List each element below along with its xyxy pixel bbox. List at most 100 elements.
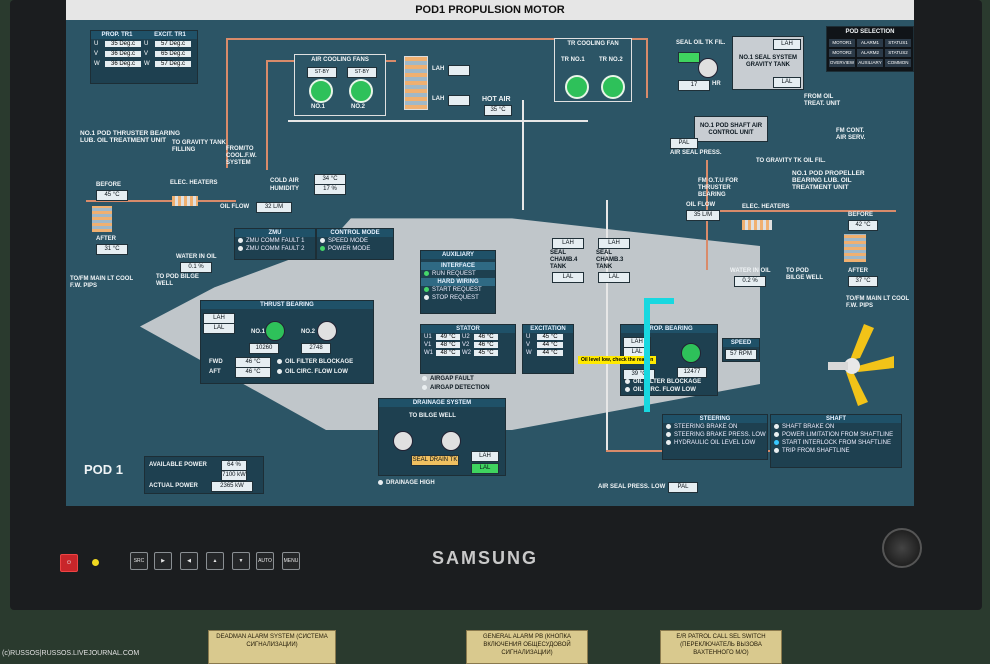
tr-phase: V [94, 51, 99, 57]
status-dot [625, 379, 630, 384]
lah-indicator [448, 65, 470, 76]
before-value: 45 °C [96, 190, 128, 201]
pipe [288, 120, 588, 122]
stator-phase: U1 [424, 334, 432, 340]
fan-icon[interactable] [349, 79, 373, 103]
status-dot [625, 387, 630, 392]
status-dot [422, 376, 427, 381]
patrol-call-plate: E/R PATROL CALL SEL SWITCH (ПЕРЕКЛЮЧАТЕЛ… [660, 630, 782, 664]
chamb3-lal: LAL [598, 272, 630, 283]
pump1-hours: 10260 [249, 343, 279, 354]
pod-select-button[interactable]: COMMON [885, 59, 911, 67]
pipe [266, 60, 268, 170]
actual-power-label: ACTUAL POWER [149, 483, 198, 489]
to-bilge-well: TO POD BILGE WELL [156, 274, 199, 287]
power-panel: AVAILABLE POWER 64 % 7100 kW ACTUAL POWE… [144, 456, 264, 494]
fan-icon[interactable] [565, 75, 589, 99]
down-button[interactable]: ▼ [232, 552, 250, 570]
pipe [522, 100, 524, 210]
prop-bearing-hours: 12477 [677, 367, 707, 378]
pump-icon[interactable] [441, 431, 461, 451]
tr-no1-label: TR NO.1 [561, 57, 585, 63]
steering-alarm-label: STEERING BRAKE ON [674, 424, 738, 431]
power-led [92, 559, 99, 566]
pod-select-button[interactable]: ALARM1 [857, 39, 883, 47]
fan-icon[interactable] [601, 75, 625, 99]
tr-phase: W [144, 61, 150, 67]
lah-indicator-2 [448, 95, 470, 106]
zmu-title: ZMU [235, 229, 315, 237]
prop-tr-temp: 36 Deg.c [105, 51, 141, 57]
prop-to-fm-main: TO/FM MAIN LT COOL F.W. PIPS [846, 296, 909, 309]
fan-icon[interactable] [309, 79, 333, 103]
tr-phase: W [94, 61, 100, 67]
lah-label-2: LAH [432, 96, 445, 102]
pod-select-button[interactable]: MOTOR2 [829, 49, 855, 57]
pod-select-button[interactable]: AUXILIARY [857, 59, 883, 67]
menu-button[interactable]: MENU [282, 552, 300, 570]
play-button[interactable]: ▶ [154, 552, 172, 570]
speed-mode-option[interactable]: SPEED MODE [317, 237, 393, 245]
tr-phase: U [144, 41, 149, 47]
pump-icon[interactable] [393, 431, 413, 451]
cyan-flow-line [644, 298, 650, 412]
pipe [226, 38, 228, 168]
stator-temp: 49 °C [436, 334, 460, 340]
tr-no2-label: TR NO.2 [599, 57, 623, 63]
pod-select-button[interactable]: OVERVIEW [829, 59, 855, 67]
left-button[interactable]: ◀ [180, 552, 198, 570]
pod-select-button[interactable]: STATUS2 [885, 49, 911, 57]
stator-temp: 46 °C [474, 342, 498, 348]
speed-value: 57 RPM [725, 349, 757, 360]
chamb3-lah: LAH [598, 238, 630, 249]
tr-cooling-fan-panel: TR COOLING FAN TR NO.1 TR NO.2 [554, 38, 632, 102]
seal-tank-label: NO.1 SEAL SYSTEM GRAVITY TANK [739, 55, 797, 68]
oil-level-alarm-message[interactable]: Oil level low, check the reason [578, 356, 657, 364]
prop-filter-blockage: OIL FILTER BLOCKAGE [633, 379, 702, 386]
tr-phase: U [94, 41, 99, 47]
shaft-alarm-label: TRIP FROM SHAFTLINE [782, 448, 850, 455]
thrust-circ-flow-low: OIL CIRC. FLOW LOW [285, 369, 348, 376]
hot-air-label: HOT AIR [482, 96, 511, 103]
pipe [606, 200, 608, 450]
source-button[interactable]: SRC [130, 552, 148, 570]
prop-oil-flow-value: 35 L/M [686, 210, 720, 221]
interface-label: INTERFACE [421, 262, 495, 270]
pump-icon[interactable] [681, 343, 701, 363]
heater-element [742, 220, 772, 230]
pump-icon[interactable] [317, 321, 337, 341]
air-cooling-fans-panel: AIR COOLING FANS ST-BY ST-BY NO.1 NO.2 [294, 54, 386, 116]
stator-temp: 48 °C [436, 350, 460, 356]
power-button[interactable]: ⏻ [60, 554, 78, 572]
seal-oil-hours: 17 [678, 80, 710, 91]
up-button[interactable]: ▲ [206, 552, 224, 570]
zmu-fault-2: ZMU COMM FAULT 2 [246, 246, 305, 253]
stator-phase: W1 [424, 350, 433, 356]
air-seal-press-low: AIR SEAL PRESS. LOW [598, 484, 666, 490]
drain-lal: LAL [471, 463, 499, 474]
status-dot [320, 246, 325, 252]
pump-icon[interactable] [265, 321, 285, 341]
shaft-alarm-item: POWER LIMITATION FROM SHAFTLINE [771, 431, 901, 439]
power-mode-option[interactable]: POWER MODE [317, 245, 393, 253]
cyan-flow-line [644, 298, 674, 304]
prop-before-value: 42 °C [848, 220, 878, 231]
auto-button[interactable]: AUTO [256, 552, 274, 570]
control-knob[interactable] [882, 528, 922, 568]
zmu-fault-1: ZMU COMM FAULT 1 [246, 238, 305, 245]
after-value: 31 °C [96, 244, 128, 255]
steering-alarm-item: STEERING BRAKE PRESS. LOW [663, 431, 767, 439]
pod-select-button[interactable]: STATUS1 [885, 39, 911, 47]
thrust-filter-blockage: OIL FILTER BLOCKAGE [285, 359, 354, 366]
pump-icon[interactable] [698, 58, 718, 78]
propeller-icon [828, 324, 894, 406]
pod-select-button[interactable]: ALARM2 [857, 49, 883, 57]
status-dot [666, 440, 671, 446]
pod-selection-title: POD SELECTION [845, 29, 895, 35]
pod-select-button[interactable]: MOTOR1 [829, 39, 855, 47]
deadman-alarm-plate: DEADMAN ALARM SYSTEM (СИСТЕМА СИГНАЛИЗАЦ… [208, 630, 336, 664]
